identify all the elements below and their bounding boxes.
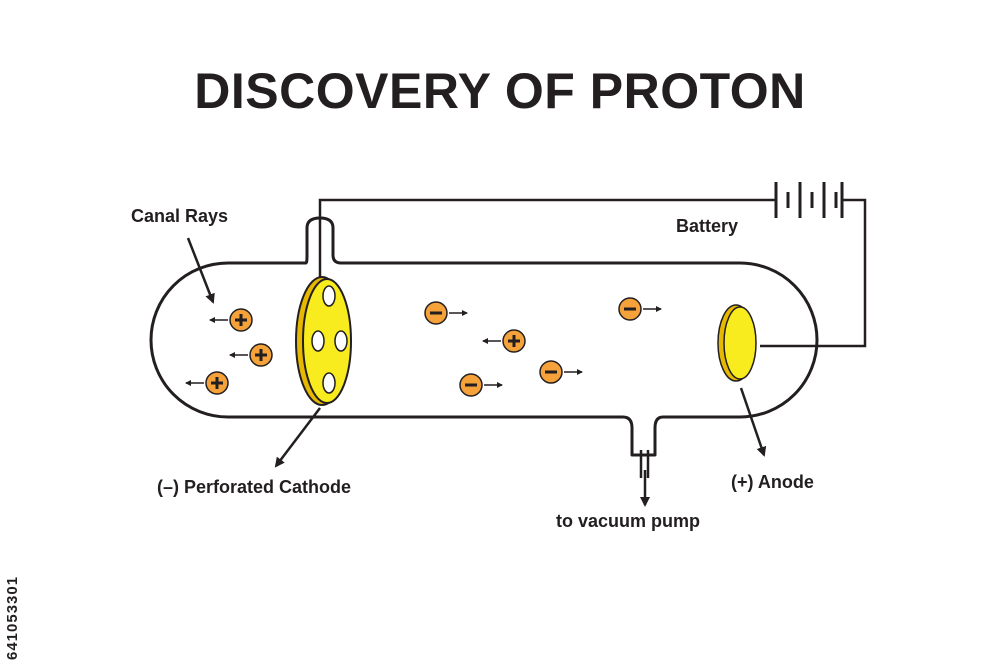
circuit-wire [318,198,776,292]
battery-label: Battery [676,216,739,236]
stock-id-watermark: 641053301 [4,575,21,660]
cathode-label: (–) Perforated Cathode [157,477,352,497]
electron-particle [539,360,583,384]
electron-particle [618,297,662,321]
electron-particle [424,301,468,325]
perforated-cathode-icon [295,276,352,406]
canal-rays-label: Canal Rays [131,206,229,226]
proton-particle [482,329,526,353]
vacuum-pump-label: to vacuum pump [556,511,701,531]
page-title: DISCOVERY OF PROTON [194,63,806,119]
canal-rays-pointer [186,237,215,304]
battery-icon [774,182,844,218]
anode-pointer [739,387,767,457]
anode-label: (+) Anode [731,472,814,492]
proton-particle [185,371,229,395]
proton-particle [209,308,253,332]
anode-icon [717,304,757,382]
proton-particle [229,343,273,367]
circuit-wire [760,198,867,348]
cathode-pointer [274,407,321,468]
electron-particle [459,373,503,397]
discharge-tube-outline [149,216,819,457]
